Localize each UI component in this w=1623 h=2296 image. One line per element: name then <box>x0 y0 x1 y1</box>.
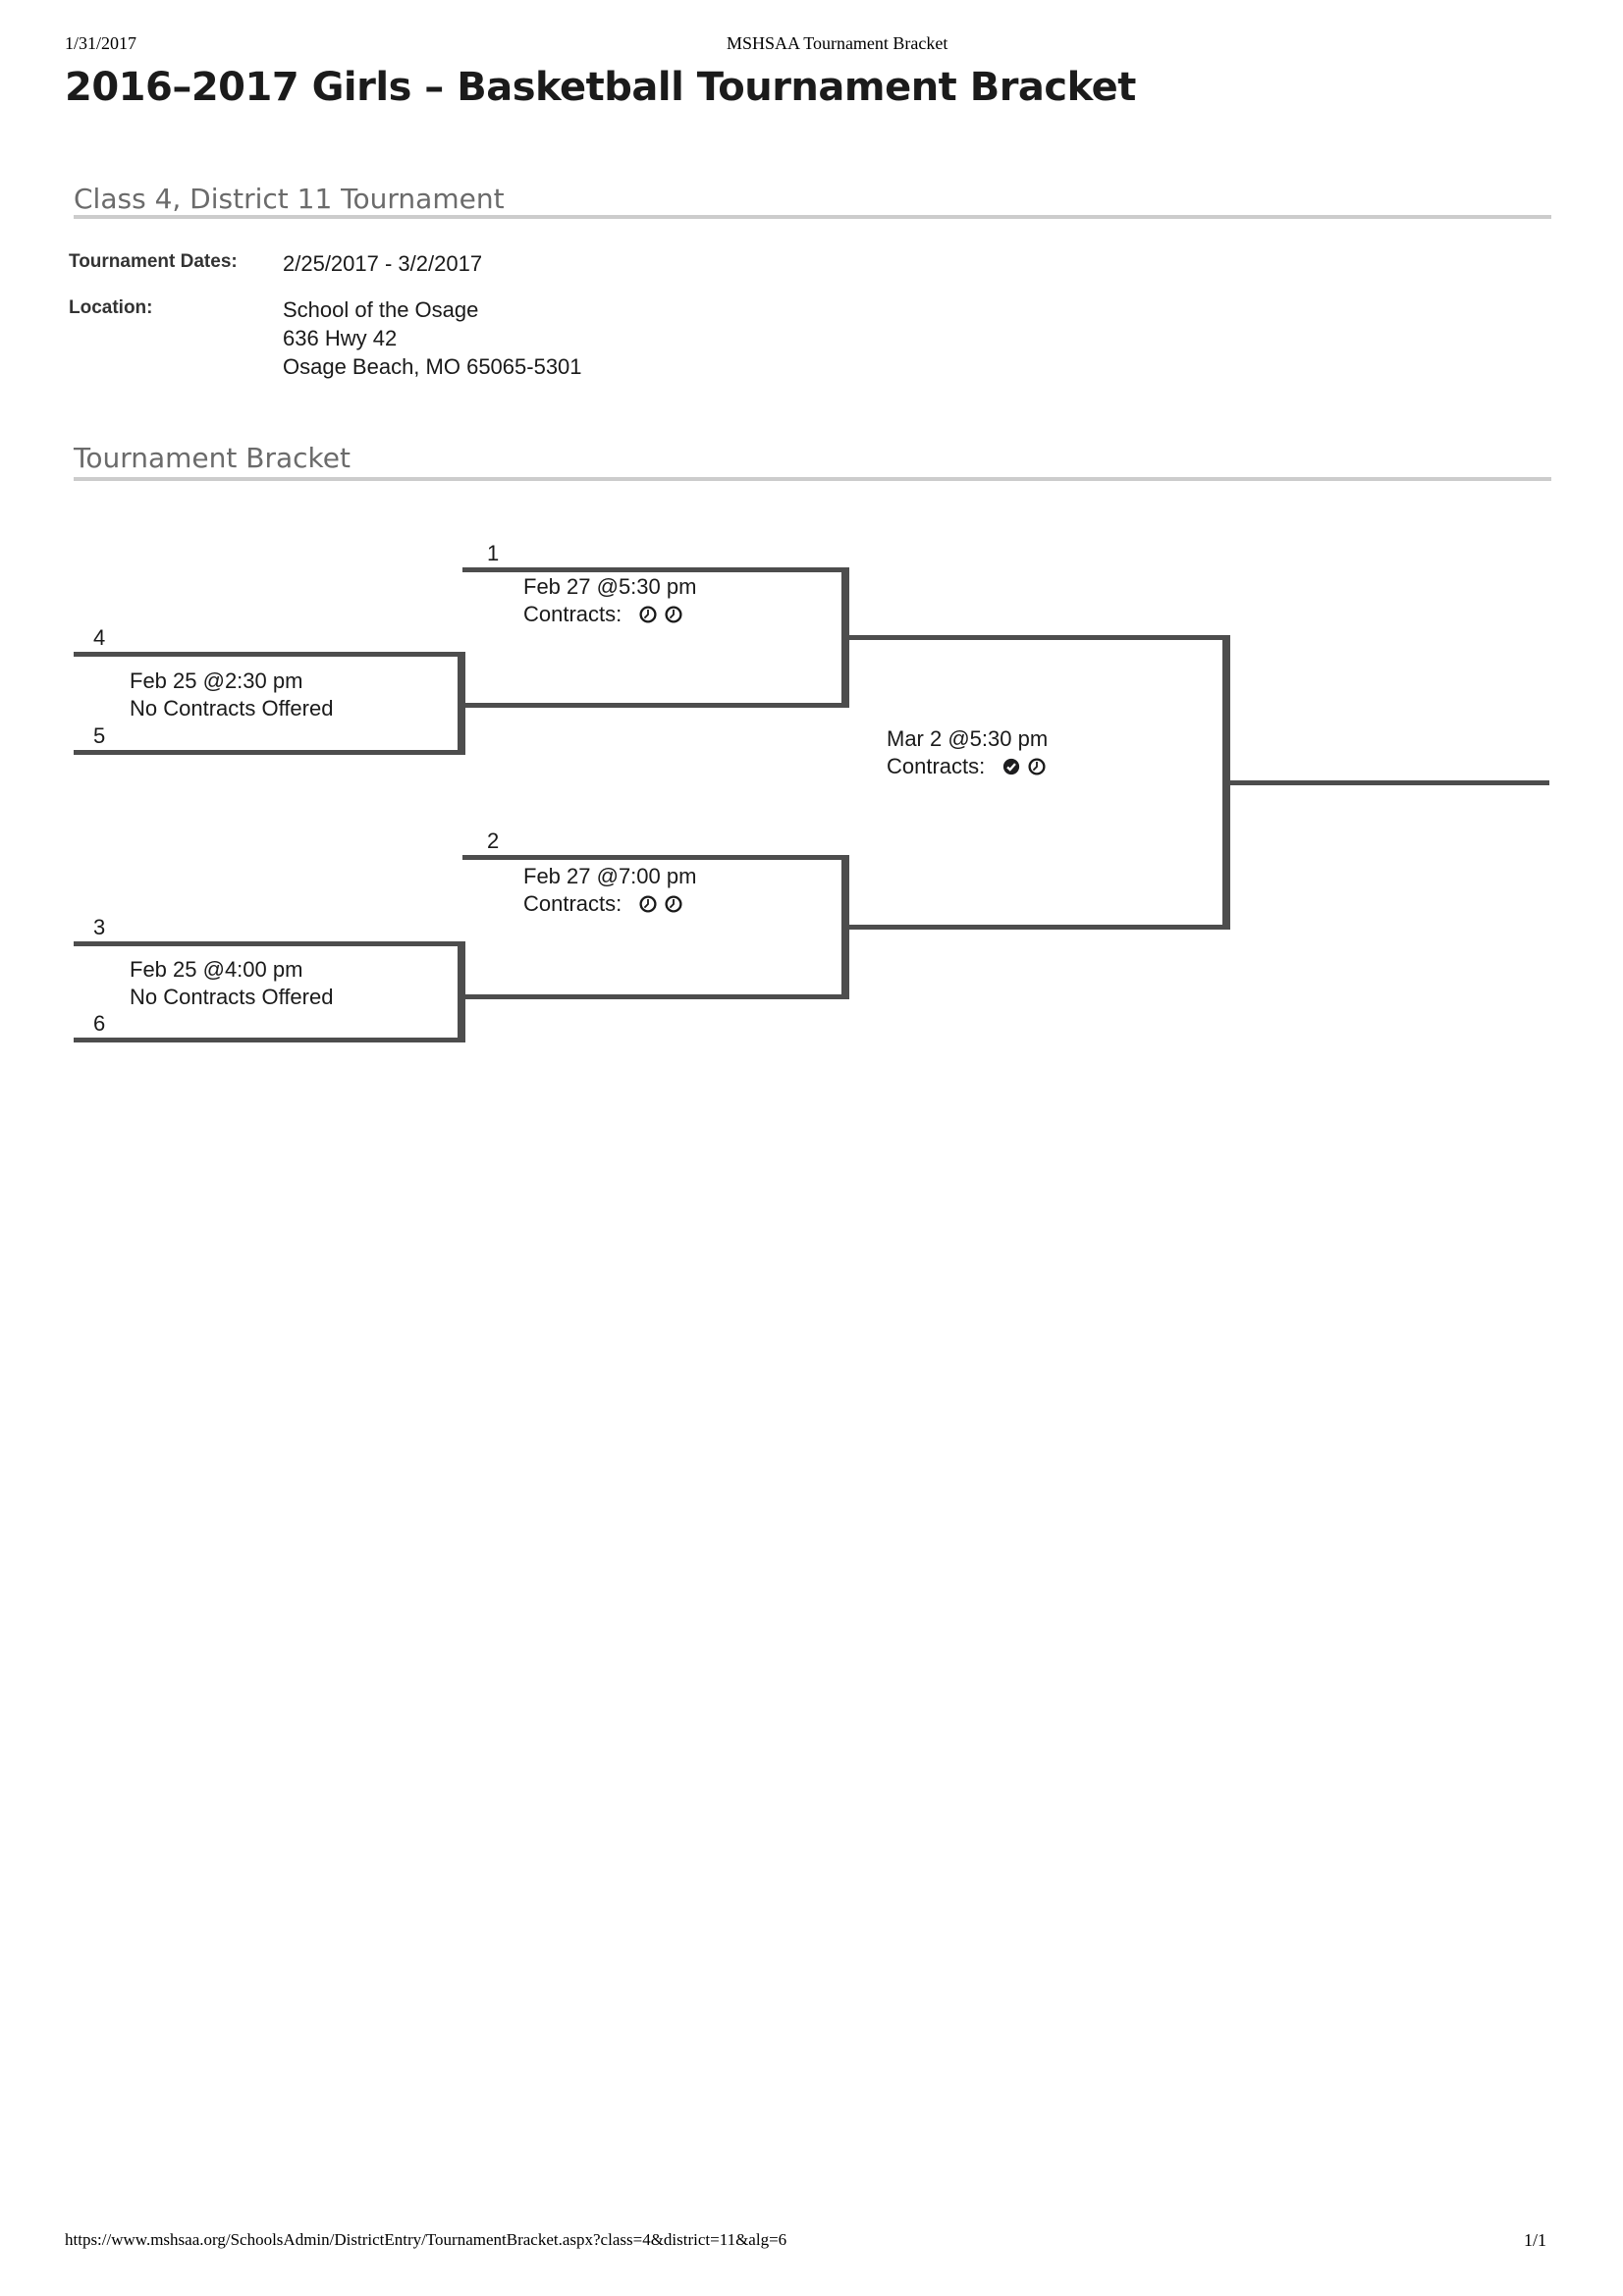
bracket-line-seed2 <box>462 855 849 860</box>
game-datetime: Mar 2 @5:30 pm <box>887 726 1049 751</box>
seed-label-6: 6 <box>93 1011 106 1036</box>
check-circle-icon <box>1002 758 1020 775</box>
bracket-line-seed1 <box>462 567 849 572</box>
seed-label-1: 1 <box>487 541 500 565</box>
contracts-row: Contracts: <box>523 890 696 918</box>
clock-icon <box>665 606 682 623</box>
location-block: School of the Osage 636 Hwy 42 Osage Bea… <box>283 295 582 381</box>
game-3v6-details: Feb 25 @4:00 pm No Contracts Offered <box>130 956 333 1011</box>
section-heading-tournament-info: Class 4, District 11 Tournament <box>74 183 505 215</box>
bracket-line-winner-3v6 <box>458 994 849 999</box>
clock-icon <box>639 606 657 623</box>
seed-label-3: 3 <box>93 915 106 939</box>
print-header-title: MSHSAA Tournament Bracket <box>727 33 948 53</box>
tournament-dates-label: Tournament Dates: <box>69 251 238 272</box>
contracts-label: Contracts: <box>523 602 622 626</box>
clock-icon <box>1028 758 1046 775</box>
game-datetime: Feb 25 @4:00 pm <box>130 957 303 982</box>
bracket-line-seed3 <box>74 941 465 946</box>
print-header-date: 1/31/2017 <box>65 33 137 53</box>
location-label: Location: <box>69 297 153 318</box>
section-heading-bracket: Tournament Bracket <box>74 442 351 474</box>
bracket-line-winner-4v5 <box>458 703 849 708</box>
clock-icon <box>665 895 682 913</box>
contracts-row: Contracts: <box>523 601 696 628</box>
clock-icon <box>639 895 657 913</box>
seed-label-2: 2 <box>487 828 500 853</box>
bracket-line-champion <box>1230 780 1549 785</box>
location-name: School of the Osage <box>283 297 479 322</box>
game-4v5-details: Feb 25 @2:30 pm No Contracts Offered <box>130 667 333 722</box>
game-datetime: Feb 27 @7:00 pm <box>523 864 697 888</box>
bracket-line-seed6 <box>74 1038 465 1042</box>
section-rule-top <box>74 215 1551 219</box>
contracts-label: Contracts: <box>887 754 986 778</box>
contracts-row: Contracts: <box>887 753 1054 780</box>
game-datetime: Feb 27 @5:30 pm <box>523 574 697 599</box>
print-footer-url: https://www.mshsaa.org/SchoolsAdmin/Dist… <box>65 2230 787 2249</box>
tournament-dates-value: 2/25/2017 - 3/2/2017 <box>283 251 483 276</box>
game-semifinal1-details: Feb 27 @5:30 pm Contracts: <box>523 573 696 628</box>
bracket-connector-3v6 <box>458 941 465 1042</box>
location-city: Osage Beach, MO 65065-5301 <box>283 354 582 379</box>
seed-label-4: 4 <box>93 625 106 650</box>
location-street: 636 Hwy 42 <box>283 326 398 350</box>
bracket-line-seed4 <box>74 652 465 657</box>
game-status: No Contracts Offered <box>130 985 334 1009</box>
game-datetime: Feb 25 @2:30 pm <box>130 668 303 693</box>
bracket-line-winner-semifinal2 <box>841 925 1230 930</box>
bracket-line-winner-semifinal1 <box>841 635 1230 640</box>
game-status: No Contracts Offered <box>130 696 334 721</box>
print-footer-page-indicator: 1/1 <box>1524 2230 1547 2250</box>
bracket-line-seed5 <box>74 750 465 755</box>
contracts-label: Contracts: <box>523 891 622 916</box>
section-rule-bracket <box>74 477 1551 481</box>
game-semifinal2-details: Feb 27 @7:00 pm Contracts: <box>523 863 696 918</box>
bracket-connector-final <box>1222 635 1230 930</box>
seed-label-5: 5 <box>93 723 106 748</box>
game-final-details: Mar 2 @5:30 pm Contracts: <box>887 725 1054 780</box>
page-title: 2016–2017 Girls – Basketball Tournament … <box>65 65 1136 110</box>
